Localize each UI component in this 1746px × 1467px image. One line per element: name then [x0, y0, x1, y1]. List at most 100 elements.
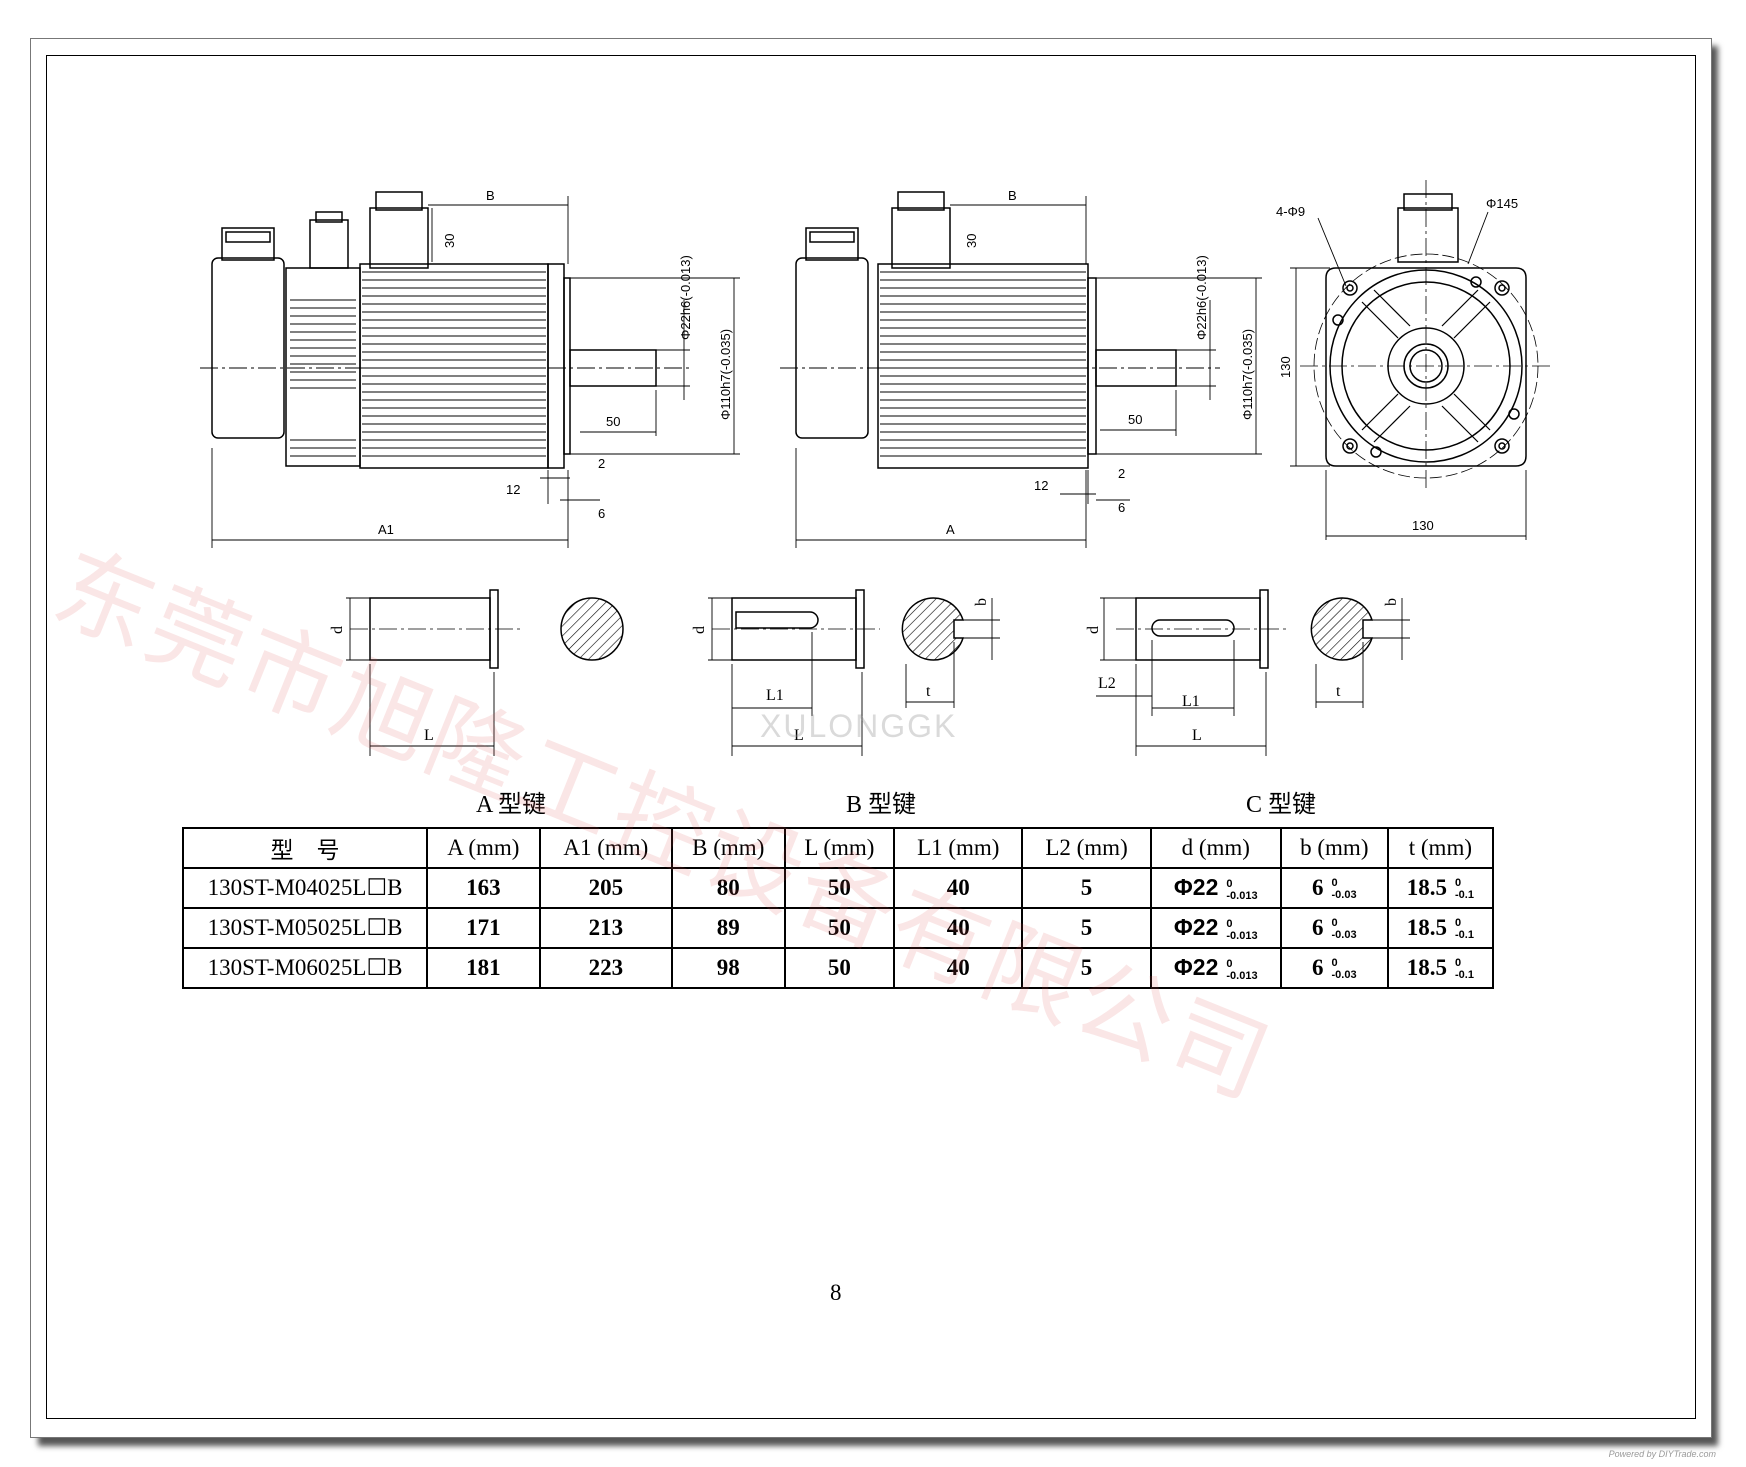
dim-6-label-1: 6	[598, 506, 605, 521]
l-cell: 50	[783, 867, 896, 909]
t-upper: 0	[1455, 957, 1462, 970]
holes-label: 4-Φ9	[1276, 204, 1305, 219]
dim-30-label-2: 30	[964, 234, 979, 248]
l-cell: 50	[783, 947, 896, 989]
d-value: Φ22	[1173, 914, 1219, 941]
key-type-c-drawing: d L2 L1 L b t	[1085, 589, 1410, 756]
t-tolerance: 0-0.1	[1455, 917, 1474, 941]
b-value: 6	[1312, 954, 1324, 980]
key-c-l-label: L	[1192, 727, 1202, 744]
key-b-b-label: b	[973, 598, 990, 606]
b-lower: -0.03	[1331, 889, 1357, 902]
key-c-caption: C 型键	[1246, 792, 1317, 818]
a-cell: 163	[426, 867, 541, 909]
b-value: 6	[1312, 914, 1324, 940]
b-upper: 0	[1331, 917, 1338, 930]
model-cell: 130ST-M05025L☐B	[182, 907, 428, 949]
dim-2-label-1: 2	[598, 456, 605, 471]
t-value: 18.5	[1406, 874, 1448, 900]
d-cell: Φ22 0-0.013	[1149, 867, 1282, 909]
t-lower: -0.1	[1455, 929, 1474, 942]
flange-diameter-label-1: Φ110h7(-0.035)	[718, 329, 733, 420]
key-type-b-drawing: d L1 L b t	[691, 589, 1000, 756]
key-c-l1-label: L1	[1182, 693, 1200, 710]
l-cell: 50	[783, 907, 896, 949]
header-t: t (mm)	[1386, 827, 1495, 869]
header-model: 型 号	[182, 827, 428, 869]
flange-diameter-label-2: Φ110h7(-0.035)	[1240, 329, 1255, 420]
overall-a1-label: A1	[378, 522, 394, 537]
t-value: 18.5	[1406, 914, 1448, 940]
t-tolerance: 0-0.1	[1455, 877, 1474, 901]
d-value: Φ22	[1173, 874, 1219, 901]
a1-cell: 223	[538, 947, 673, 989]
l1-cell: 40	[893, 947, 1024, 989]
header-a1: A1 (mm)	[538, 827, 673, 869]
header-d: d (mm)	[1149, 827, 1282, 869]
document-page	[30, 38, 1712, 1438]
d-lower: -0.013	[1226, 889, 1258, 902]
t-tolerance: 0-0.1	[1455, 957, 1474, 981]
d-upper: 0	[1226, 917, 1233, 930]
key-c-t-label: t	[1336, 683, 1341, 700]
header-b-width: b (mm)	[1279, 827, 1389, 869]
motor-side-view-a1: B 30 Φ22h6(-0.013) Φ110h7(-0.035) 50 2 1…	[200, 188, 740, 548]
key-c-d-label: d	[1085, 626, 1102, 634]
specification-table: 型 号 A (mm) A1 (mm) B (mm) L (mm) L1 (mm)…	[182, 827, 1495, 989]
key-a-caption: A 型键	[476, 792, 547, 818]
l1-cell: 40	[893, 907, 1024, 949]
b-tolerance: 0-0.03	[1332, 917, 1357, 941]
table-header-row: 型 号 A (mm) A1 (mm) B (mm) L (mm) L1 (mm)…	[182, 827, 1495, 869]
key-type-a-drawing: d L	[329, 589, 624, 756]
l2-cell: 5	[1021, 867, 1152, 909]
d-value: Φ22	[1173, 954, 1219, 981]
shaft-diameter-label-1: Φ22h6(-0.013)	[678, 255, 693, 340]
b-value: 6	[1312, 874, 1324, 900]
b-lower: -0.03	[1331, 929, 1357, 942]
b-lower: -0.03	[1331, 969, 1357, 982]
dim-50-label-1: 50	[606, 414, 620, 429]
b-width-cell: 6 0-0.03	[1279, 867, 1389, 909]
height-label: 130	[1278, 356, 1293, 378]
d-tolerance: 0-0.013	[1226, 878, 1257, 902]
d-lower: -0.013	[1226, 929, 1258, 942]
dim-30-label-1: 30	[442, 234, 457, 248]
dim-50-label-2: 50	[1128, 412, 1142, 427]
shaft-diameter-label-2: Φ22h6(-0.013)	[1194, 255, 1209, 340]
key-c-b-label: b	[1383, 598, 1400, 606]
header-l2: L2 (mm)	[1021, 827, 1152, 869]
key-c-l2-label: L2	[1098, 675, 1116, 692]
header-l1: L1 (mm)	[893, 827, 1024, 869]
l2-cell: 5	[1021, 947, 1152, 989]
pcd-label: Φ145	[1486, 196, 1518, 211]
dim-12-label-1: 12	[506, 482, 520, 497]
dim-12-label-2: 12	[1034, 478, 1048, 493]
dim-b-label-2: B	[1008, 188, 1017, 203]
key-b-d-label: d	[691, 626, 708, 634]
b-cell: 89	[670, 907, 786, 949]
b-upper: 0	[1331, 957, 1338, 970]
t-lower: -0.1	[1455, 969, 1474, 982]
b-cell: 98	[670, 947, 786, 989]
key-b-caption: B 型键	[846, 792, 917, 818]
overall-a-label: A	[946, 522, 955, 537]
d-lower: -0.013	[1226, 969, 1258, 982]
t-lower: -0.1	[1455, 889, 1474, 902]
key-b-t-label: t	[926, 683, 931, 700]
key-a-d-label: d	[329, 626, 346, 634]
b-tolerance: 0-0.03	[1332, 877, 1357, 901]
header-l: L (mm)	[783, 827, 896, 869]
l2-cell: 5	[1021, 907, 1152, 949]
model-cell: 130ST-M06025L☐B	[182, 947, 428, 989]
header-a: A (mm)	[426, 827, 541, 869]
page-number: 8	[830, 1280, 842, 1305]
model-cell: 130ST-M04025L☐B	[182, 867, 428, 909]
header-b: B (mm)	[670, 827, 786, 869]
d-cell: Φ22 0-0.013	[1149, 907, 1282, 949]
t-cell: 18.5 0-0.1	[1386, 867, 1495, 909]
